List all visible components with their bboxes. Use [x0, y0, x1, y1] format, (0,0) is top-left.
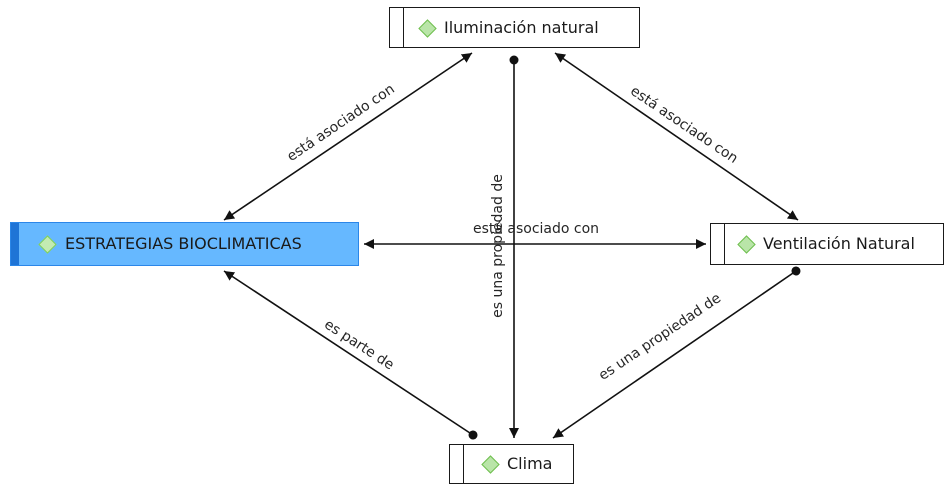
diamond-icon [38, 235, 57, 254]
edge-label-estrategias-iluminacion: está asociado con [284, 81, 397, 165]
node-strip [724, 224, 725, 264]
diamond-icon [481, 455, 500, 474]
edge-clima-estrategias[interactable] [223, 270, 478, 440]
node-strip [403, 8, 404, 47]
edge-label-ventilacion-clima: es una propiedad de [596, 290, 724, 384]
concept-node-clima[interactable]: Clima [449, 444, 574, 484]
edge-estrategias-iluminacion[interactable] [223, 52, 473, 221]
concept-node-estrategias-bioclimaticas[interactable]: ESTRATEGIAS BIOCLIMATICAS [10, 222, 359, 266]
node-label: Clima [507, 454, 553, 473]
edge-label-iluminacion-ventilacion: está asociado con [627, 83, 740, 167]
edge-ventilacion-clima[interactable] [552, 266, 801, 439]
edge-iluminacion-ventilacion[interactable] [554, 52, 799, 221]
node-strip [463, 445, 464, 483]
node-selection-accent [11, 223, 19, 265]
node-label: Ventilación Natural [763, 234, 915, 253]
concept-node-iluminacion-natural[interactable]: Iluminación natural [389, 7, 640, 48]
node-label: Iluminación natural [444, 18, 599, 37]
diamond-icon [737, 235, 756, 254]
edges-layer [223, 52, 801, 440]
edge-label-clima-estrategias: es parte de [321, 317, 397, 374]
node-label: ESTRATEGIAS BIOCLIMATICAS [65, 234, 302, 253]
edge-label-iluminacion-clima: es una propiedad de [490, 174, 506, 318]
concept-node-ventilacion-natural[interactable]: Ventilación Natural [710, 223, 944, 265]
edge-label-estrategias-ventilacion: está asociado con [473, 221, 599, 237]
diamond-icon [418, 19, 437, 38]
